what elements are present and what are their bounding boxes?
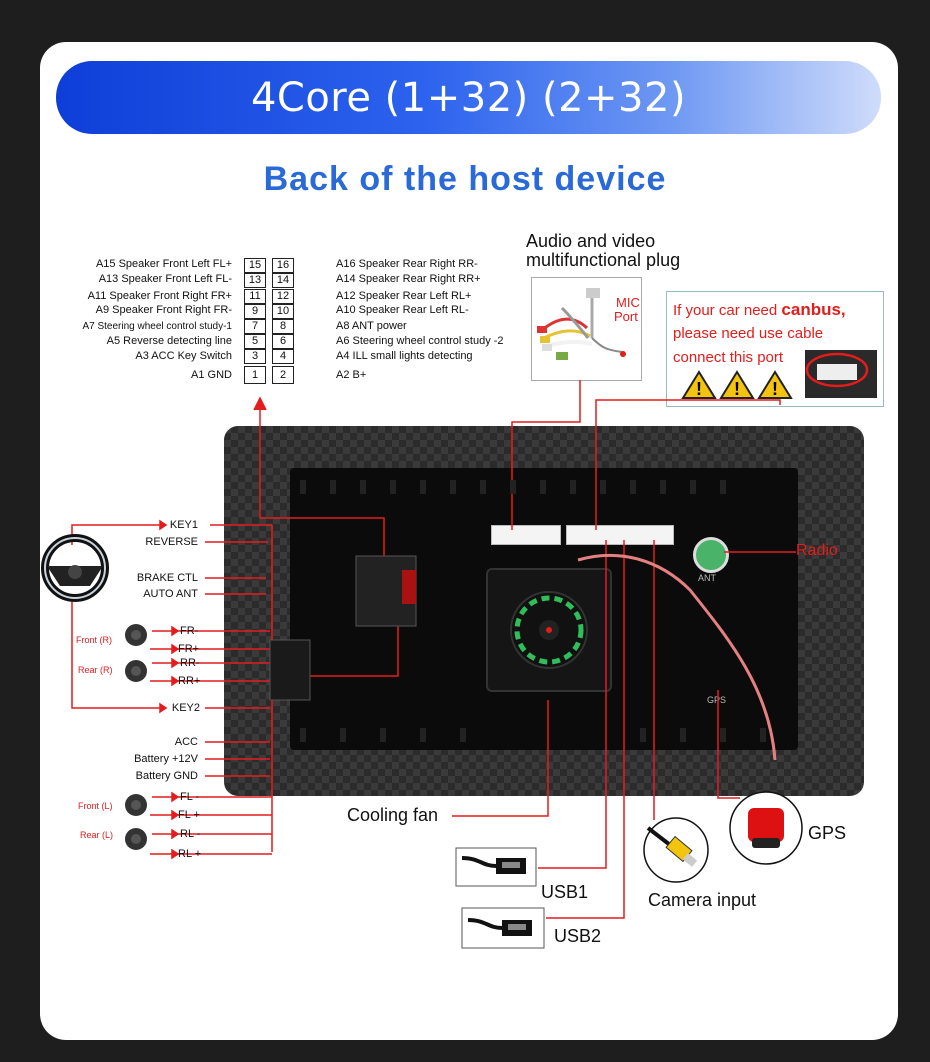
svg-text:!: ! bbox=[772, 379, 778, 399]
warning-icon: ! bbox=[681, 370, 717, 399]
harness-label-a5: A5 Reverse detecting line bbox=[106, 335, 232, 347]
ant-board-label: ANT bbox=[698, 573, 716, 583]
svg-text:!: ! bbox=[734, 379, 740, 399]
radio-label: Radio bbox=[796, 542, 838, 559]
usb2-label: USB2 bbox=[554, 926, 602, 946]
pin-12: 12 bbox=[272, 289, 294, 304]
wire-label-fr-minus: FR- bbox=[180, 625, 199, 637]
harness-label-a8: A8 ANT power bbox=[336, 320, 407, 332]
pin-9: 9 bbox=[244, 304, 266, 319]
wire-label-fr-plus: FR+ bbox=[178, 643, 200, 655]
av-plug-image: MIC Port bbox=[531, 277, 642, 381]
cooling-fan bbox=[486, 568, 612, 692]
pin-8: 8 bbox=[272, 319, 294, 334]
usb-cable-icon bbox=[461, 907, 545, 949]
pin-10: 10 bbox=[272, 304, 294, 319]
harness-label-a6: A6 Steering wheel control study -2 bbox=[336, 335, 504, 347]
av-plug-title-1: Audio and video bbox=[526, 231, 656, 251]
gps-board-label: GPS bbox=[707, 695, 727, 705]
harness-label-a10: A10 Speaker Rear Left RL- bbox=[336, 304, 469, 316]
harness-label-a16: A16 Speaker Rear Right RR- bbox=[336, 258, 478, 270]
pin-2: 2 bbox=[272, 366, 294, 384]
title-banner: 4Core (1+32) (2+32) bbox=[56, 61, 881, 134]
wire-label-rl-minus: RL - bbox=[180, 828, 201, 840]
speaker-label-front-r: Front (R) bbox=[76, 635, 112, 645]
wire-label-battery-gnd: Battery GND bbox=[135, 770, 198, 782]
wire-label-fl-plus: FL + bbox=[178, 809, 200, 821]
gps-label: GPS bbox=[808, 823, 847, 843]
wire-label-key2: KEY2 bbox=[171, 702, 200, 714]
steering-wheel-icon bbox=[41, 534, 109, 602]
pin-13: 13 bbox=[244, 273, 266, 288]
speaker-label-rear-r: Rear (R) bbox=[78, 665, 113, 675]
wire-label-rr-plus: RR+ bbox=[178, 675, 201, 687]
speaker-label-front-l: Front (L) bbox=[78, 801, 113, 811]
page-title: 4Core (1+32) (2+32) bbox=[250, 74, 687, 121]
harness-label-a14: A14 Speaker Rear Right RR+ bbox=[336, 273, 481, 285]
canbus-text-3: connect this port bbox=[673, 349, 784, 366]
harness-label-a9: A9 Speaker Front Right FR- bbox=[95, 304, 232, 316]
wire-label-battery-12v: Battery +12V bbox=[134, 753, 198, 765]
av-connector bbox=[491, 525, 561, 545]
harness-label-a4: A4 ILL small lights detecting bbox=[336, 350, 473, 362]
camera-plug-icon bbox=[643, 817, 709, 883]
pin-5: 5 bbox=[244, 334, 266, 349]
harness-label-a2: A2 B+ bbox=[336, 369, 367, 381]
speaker-icon bbox=[125, 660, 147, 682]
canbus-text-1: If your car need bbox=[673, 302, 782, 319]
wire-label-rr-minus: RR- bbox=[180, 657, 200, 669]
pin-14: 14 bbox=[272, 273, 294, 288]
canbus-keyword: canbus, bbox=[781, 300, 846, 319]
gps-antenna-icon bbox=[729, 791, 803, 865]
pin-4: 4 bbox=[272, 349, 294, 364]
canbus-port-photo bbox=[805, 350, 877, 398]
harness-label-a12: A12 Speaker Rear Left RL+ bbox=[336, 290, 472, 302]
pin-1: 1 bbox=[244, 366, 266, 384]
harness-label-a15: A15 Speaker Front Left FL+ bbox=[95, 258, 232, 270]
mic-label-2: Port bbox=[614, 309, 638, 324]
canbus-text-2: please need use cable bbox=[673, 325, 824, 342]
usb-cable-icon bbox=[455, 847, 537, 887]
camera-input-label: Camera input bbox=[648, 890, 757, 910]
cooling-fan-label: Cooling fan bbox=[347, 805, 439, 825]
speaker-label-rear-l: Rear (L) bbox=[80, 830, 114, 840]
harness-label-a1: A1 GND bbox=[191, 369, 232, 381]
speaker-icon bbox=[125, 828, 147, 850]
subtitle: Back of the host device bbox=[263, 160, 667, 198]
harness-label-a13: A13 Speaker Front Left FL- bbox=[98, 273, 232, 285]
pin-6: 6 bbox=[272, 334, 294, 349]
warning-icon: ! bbox=[757, 370, 793, 399]
harness-label-a11: A11 Speaker Front Right FR+ bbox=[87, 290, 232, 302]
wire-label-fl-minus: FL - bbox=[180, 791, 200, 803]
wire-label-brake: BRAKE CTL bbox=[136, 572, 198, 584]
usb1-label: USB1 bbox=[541, 882, 589, 902]
pin-11: 11 bbox=[244, 289, 266, 304]
warning-icon: ! bbox=[719, 370, 755, 399]
svg-text:!: ! bbox=[696, 379, 702, 399]
harness-label-a7: A7 Steering wheel control study-1 bbox=[82, 321, 232, 332]
pin-16: 16 bbox=[272, 258, 294, 273]
pin-15: 15 bbox=[244, 258, 266, 273]
harness-label-a3: A3 ACC Key Switch bbox=[135, 350, 232, 362]
canbus-note: If your car need canbus, please need use… bbox=[666, 291, 884, 407]
speaker-icon bbox=[125, 624, 147, 646]
wire-label-reverse: REVERSE bbox=[145, 536, 198, 548]
wire-label-auto-ant: AUTO ANT bbox=[143, 588, 198, 600]
mic-label-1: MIC bbox=[616, 295, 640, 310]
wire-label-rl-plus: RL + bbox=[178, 848, 202, 860]
pin-3: 3 bbox=[244, 349, 266, 364]
usb-camera-connector bbox=[566, 525, 674, 545]
av-plug-title-2: multifunctional plug bbox=[526, 250, 681, 270]
wire-label-key1: KEY1 bbox=[169, 519, 198, 531]
wire-label-acc: ACC bbox=[174, 736, 198, 748]
pin-7: 7 bbox=[244, 319, 266, 334]
radio-antenna-socket bbox=[693, 537, 729, 573]
speaker-icon bbox=[125, 794, 147, 816]
